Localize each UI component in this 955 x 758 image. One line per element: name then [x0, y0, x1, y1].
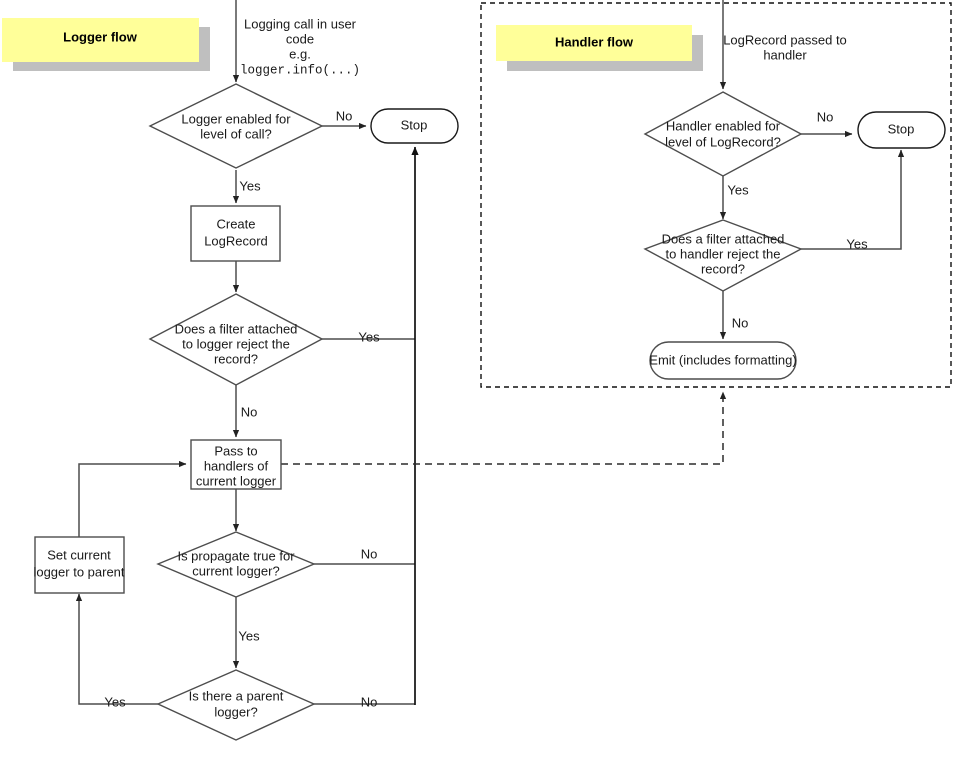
- handler-flow-banner-body: [496, 25, 692, 61]
- edge-label-logger-enabled-yes: Yes: [239, 178, 261, 193]
- edge-label-propagate-no: No: [361, 546, 378, 561]
- node-logger-enabled[interactable]: Logger enabled for level of call?: [148, 83, 324, 169]
- node-has-parent[interactable]: Is there a parent logger?: [156, 669, 316, 741]
- node-set-current-logger-shape[interactable]: [34, 536, 125, 594]
- node-is-propagate-line2: current logger?: [192, 563, 279, 578]
- edge-label-handler-filter-no: No: [732, 315, 749, 330]
- node-pass-to-handlers-line3: current logger: [196, 473, 277, 488]
- node-pass-to-handlers-shape[interactable]: [190, 439, 282, 490]
- node-handler-filter-shape[interactable]: [643, 219, 803, 292]
- node-create-logrecord-line1: Create: [216, 216, 255, 231]
- node-handler-enabled-line2: level of LogRecord?: [665, 134, 781, 149]
- node-handler-enabled-line1: Handler enabled for: [666, 118, 781, 133]
- edge-handler-filter-yes: [801, 149, 905, 250]
- handler-entry-caption-line1: LogRecord passed to: [723, 32, 847, 47]
- node-set-current-logger-line1: Set current: [47, 547, 111, 562]
- node-has-parent-line1: Is there a parent: [189, 688, 284, 703]
- node-handler-enabled[interactable]: Handler enabled for level of LogRecord?: [643, 91, 803, 177]
- logger-entry-caption: Logging call in user code e.g. logger.in…: [240, 16, 360, 77]
- node-set-current-logger-line2: logger to parent: [33, 564, 124, 579]
- node-pass-to-handlers-line2: handlers of: [204, 458, 269, 473]
- node-is-propagate-line1: Is propagate true for: [177, 548, 295, 563]
- logger-flow-banner-label: Logger flow: [63, 29, 138, 44]
- node-logger-filter-shape[interactable]: [148, 293, 324, 386]
- node-is-propagate-shape[interactable]: [156, 531, 316, 598]
- node-create-logrecord[interactable]: Create LogRecord: [190, 205, 281, 262]
- node-set-current-logger[interactable]: Set current logger to parent: [33, 536, 125, 594]
- node-handler-filter[interactable]: Does a filter attached to handler reject…: [643, 219, 803, 292]
- node-handler-stop[interactable]: Stop: [857, 111, 946, 149]
- handler-flow-group: [480, 2, 952, 388]
- node-handler-stop-label: Stop: [888, 121, 915, 136]
- edge-set-parent-to-pass: [78, 460, 187, 537]
- logger-flow-banner-body: [2, 18, 199, 62]
- handler-flow-banner: Handler flow: [496, 25, 703, 71]
- handler-entry-caption-line2: handler: [763, 47, 807, 62]
- node-pass-to-handlers-line1: Pass to: [214, 443, 257, 458]
- node-handler-stop-shape[interactable]: [857, 111, 946, 149]
- node-emit-label: Emit (includes formatting): [649, 352, 796, 367]
- edge-pass-to-handler-flow: [281, 391, 727, 465]
- edge-label-logger-filter-yes: Yes: [358, 329, 380, 344]
- edge-label-logger-enabled-no: No: [336, 108, 353, 123]
- edge-label-has-parent-no: No: [361, 694, 378, 709]
- node-has-parent-shape[interactable]: [156, 669, 316, 741]
- node-logger-filter-line3: record?: [214, 351, 258, 366]
- node-emit[interactable]: Emit (includes formatting): [649, 341, 797, 380]
- edge-label-has-parent-yes: Yes: [104, 694, 126, 709]
- node-has-parent-line2: logger?: [214, 704, 257, 719]
- edge-has-parent-yes: [75, 593, 158, 705]
- logger-flow-banner: Logger flow: [2, 18, 210, 71]
- node-handler-filter-line1: Does a filter attached: [662, 231, 785, 246]
- node-handler-filter-line3: record?: [701, 261, 745, 276]
- handler-flow-banner-label: Handler flow: [555, 34, 634, 49]
- logger-entry-caption-line3: e.g.: [289, 46, 311, 61]
- node-logger-filter[interactable]: Does a filter attached to logger reject …: [148, 293, 324, 386]
- node-emit-shape[interactable]: [649, 341, 797, 380]
- node-handler-filter-line2: to handler reject the: [666, 246, 781, 261]
- node-handler-enabled-shape[interactable]: [643, 91, 803, 177]
- node-pass-to-handlers[interactable]: Pass to handlers of current logger: [190, 439, 282, 490]
- logger-entry-caption-code: logger.info(...): [240, 63, 360, 77]
- edge-label-logger-filter-no: No: [241, 404, 258, 419]
- edge-label-handler-enabled-yes: Yes: [727, 182, 749, 197]
- node-create-logrecord-line2: LogRecord: [204, 233, 268, 248]
- logger-entry-caption-line2: code: [286, 31, 314, 46]
- node-logger-stop-shape[interactable]: [370, 108, 459, 144]
- node-logger-stop[interactable]: Stop: [370, 108, 459, 144]
- edge-label-handler-filter-yes: Yes: [846, 236, 868, 251]
- node-logger-enabled-line1: Logger enabled for: [181, 111, 291, 126]
- node-logger-filter-line1: Does a filter attached: [175, 321, 298, 336]
- node-create-logrecord-shape[interactable]: [190, 205, 281, 262]
- edge-label-propagate-yes: Yes: [238, 628, 260, 643]
- node-logger-enabled-shape[interactable]: [148, 83, 324, 169]
- node-logger-filter-line2: to logger reject the: [182, 336, 290, 351]
- node-logger-enabled-line2: level of call?: [200, 126, 272, 141]
- edge-label-handler-enabled-no: No: [817, 109, 834, 124]
- logger-entry-caption-line1: Logging call in user: [244, 16, 357, 31]
- node-is-propagate[interactable]: Is propagate true for current logger?: [156, 531, 316, 598]
- node-logger-stop-label: Stop: [401, 117, 428, 132]
- handler-entry-caption: LogRecord passed to handler: [723, 32, 847, 62]
